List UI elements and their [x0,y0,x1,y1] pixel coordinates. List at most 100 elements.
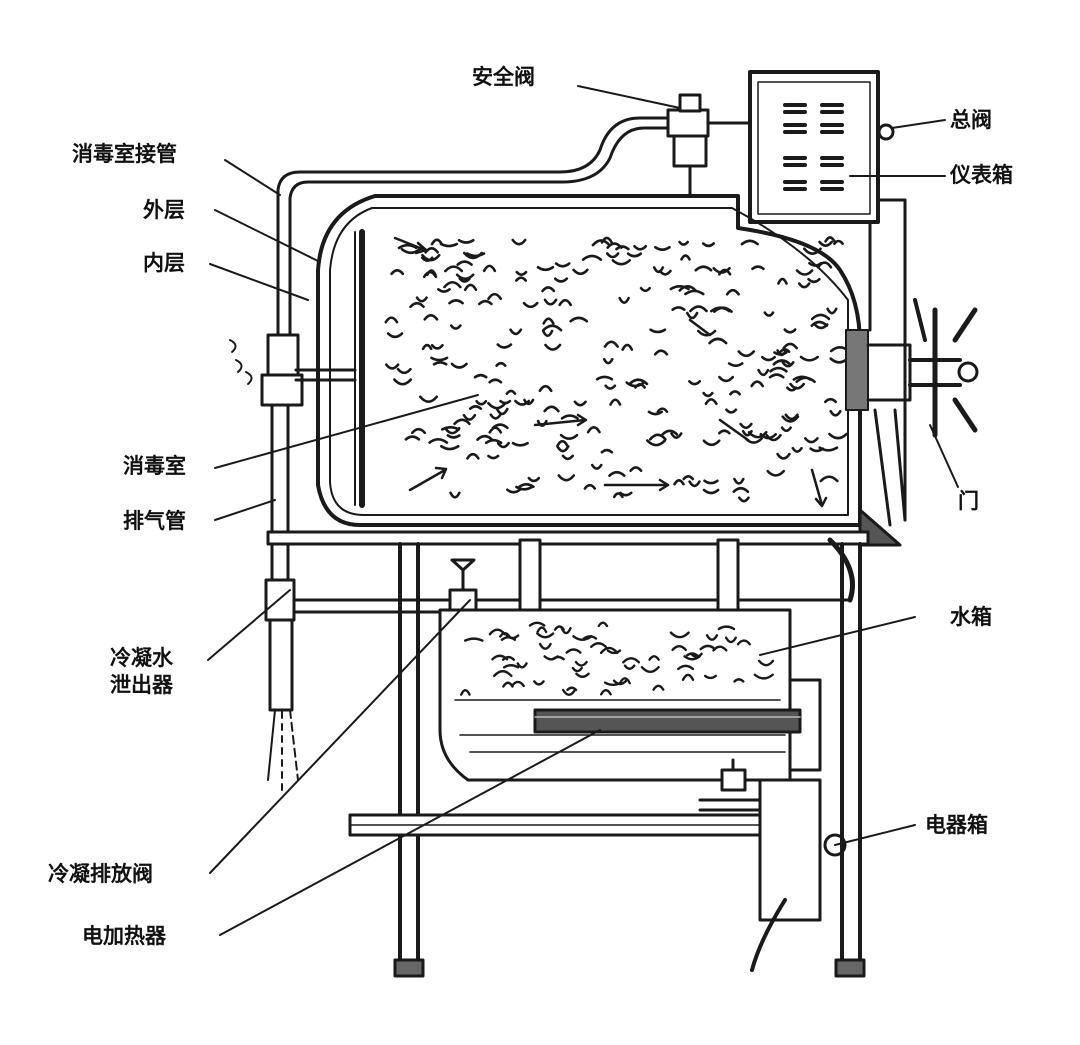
steam-mark [618,296,630,304]
steam-mark [733,477,745,485]
steam-mark [633,244,648,251]
steam-mark [396,367,412,375]
steam-mark [795,269,814,276]
steam-mark [792,375,812,381]
steam-mark [453,418,471,426]
steam-mark [421,343,433,351]
steam-mark [536,265,555,272]
water-mark [606,649,622,655]
steam-mark [777,277,788,285]
steam-mark [739,422,753,430]
steam-mark [709,306,731,313]
steam-mark [595,375,614,381]
label-main-valve: 总阀 [950,108,992,132]
steam-mark [741,429,753,437]
water-mark [502,664,520,669]
steam-mark [784,413,799,421]
water-mark [460,688,471,696]
water-mark [623,664,636,670]
steam-mark [670,432,683,439]
water-mark [599,646,619,655]
steam-mark [626,252,643,258]
steam-mark [619,491,633,497]
water-tank [438,537,855,782]
steam-mark [791,446,803,453]
water-mark [510,680,525,688]
steam-mark [487,454,500,460]
steam-mark [612,492,624,499]
water-mark [736,639,751,646]
steam-mark [649,328,667,334]
steam-mark [766,469,786,477]
steam-mark [703,479,719,485]
steam-mark [482,264,497,273]
steam-mark [702,439,721,447]
steam-mark [704,398,718,405]
label-sterilization-chamber: 消毒室 [123,454,186,478]
steam-mark [804,437,819,444]
steam-mark [573,400,587,407]
steam-mark [448,299,464,305]
steam-mark [561,454,575,461]
steam-mark [410,427,427,435]
water-mark [565,648,582,654]
steam-mark [780,426,792,433]
water-mark [669,631,690,639]
steam-mark [511,441,529,447]
steam-mark [833,239,844,245]
steam-mark [489,413,502,420]
water-mark [574,660,588,667]
steam-mark [819,475,839,483]
steam-mark [763,311,775,317]
steam-mark [725,288,740,296]
water-mark [528,621,546,627]
water-mark [597,621,609,628]
label-electrical-box: 电器箱 [925,813,988,837]
sterilization-chamber [316,194,862,527]
steam-mark [455,273,475,281]
steam-mark [590,463,603,470]
water-mark [488,628,506,636]
water-mark [500,636,517,641]
steam-mark [522,301,539,309]
water-mark [543,655,559,661]
steam-mark [773,351,788,356]
steam-mark [505,389,517,395]
steam-mark [386,332,404,339]
steam-mark [678,240,689,246]
steam-mark [511,238,527,246]
water-mark [561,688,577,697]
steam-mark [789,382,806,390]
steam-mark [404,435,421,441]
steam-mark [432,360,448,366]
water-mark [690,652,703,658]
steam-mark [725,408,738,414]
steam-mark [600,236,613,244]
steam-mark [473,373,488,379]
steam-mark [696,329,717,337]
water-mark [757,659,775,667]
chamber-top-pipe [276,116,670,337]
steam-mark [495,361,507,367]
steam-mark [823,397,838,404]
steam-mark [649,433,667,441]
electric-heater [533,708,802,734]
steam-mark [591,239,611,247]
steam-mark [468,405,483,410]
water-mark [571,666,583,673]
steam-mark [476,434,494,441]
steam-mark [496,441,510,449]
steam-mark [444,265,464,273]
steam-mark [437,288,451,293]
steam-mark [621,343,634,351]
water-mark [566,686,578,692]
steam-mark [400,247,422,255]
water-mark [677,664,695,671]
steam-mark [684,289,705,296]
label-chamber-pipe: 消毒室接管 [72,142,177,166]
steam-mark [506,488,522,494]
steam-mark [732,486,750,493]
steam-mark [769,366,788,373]
steam-mark [418,395,438,403]
